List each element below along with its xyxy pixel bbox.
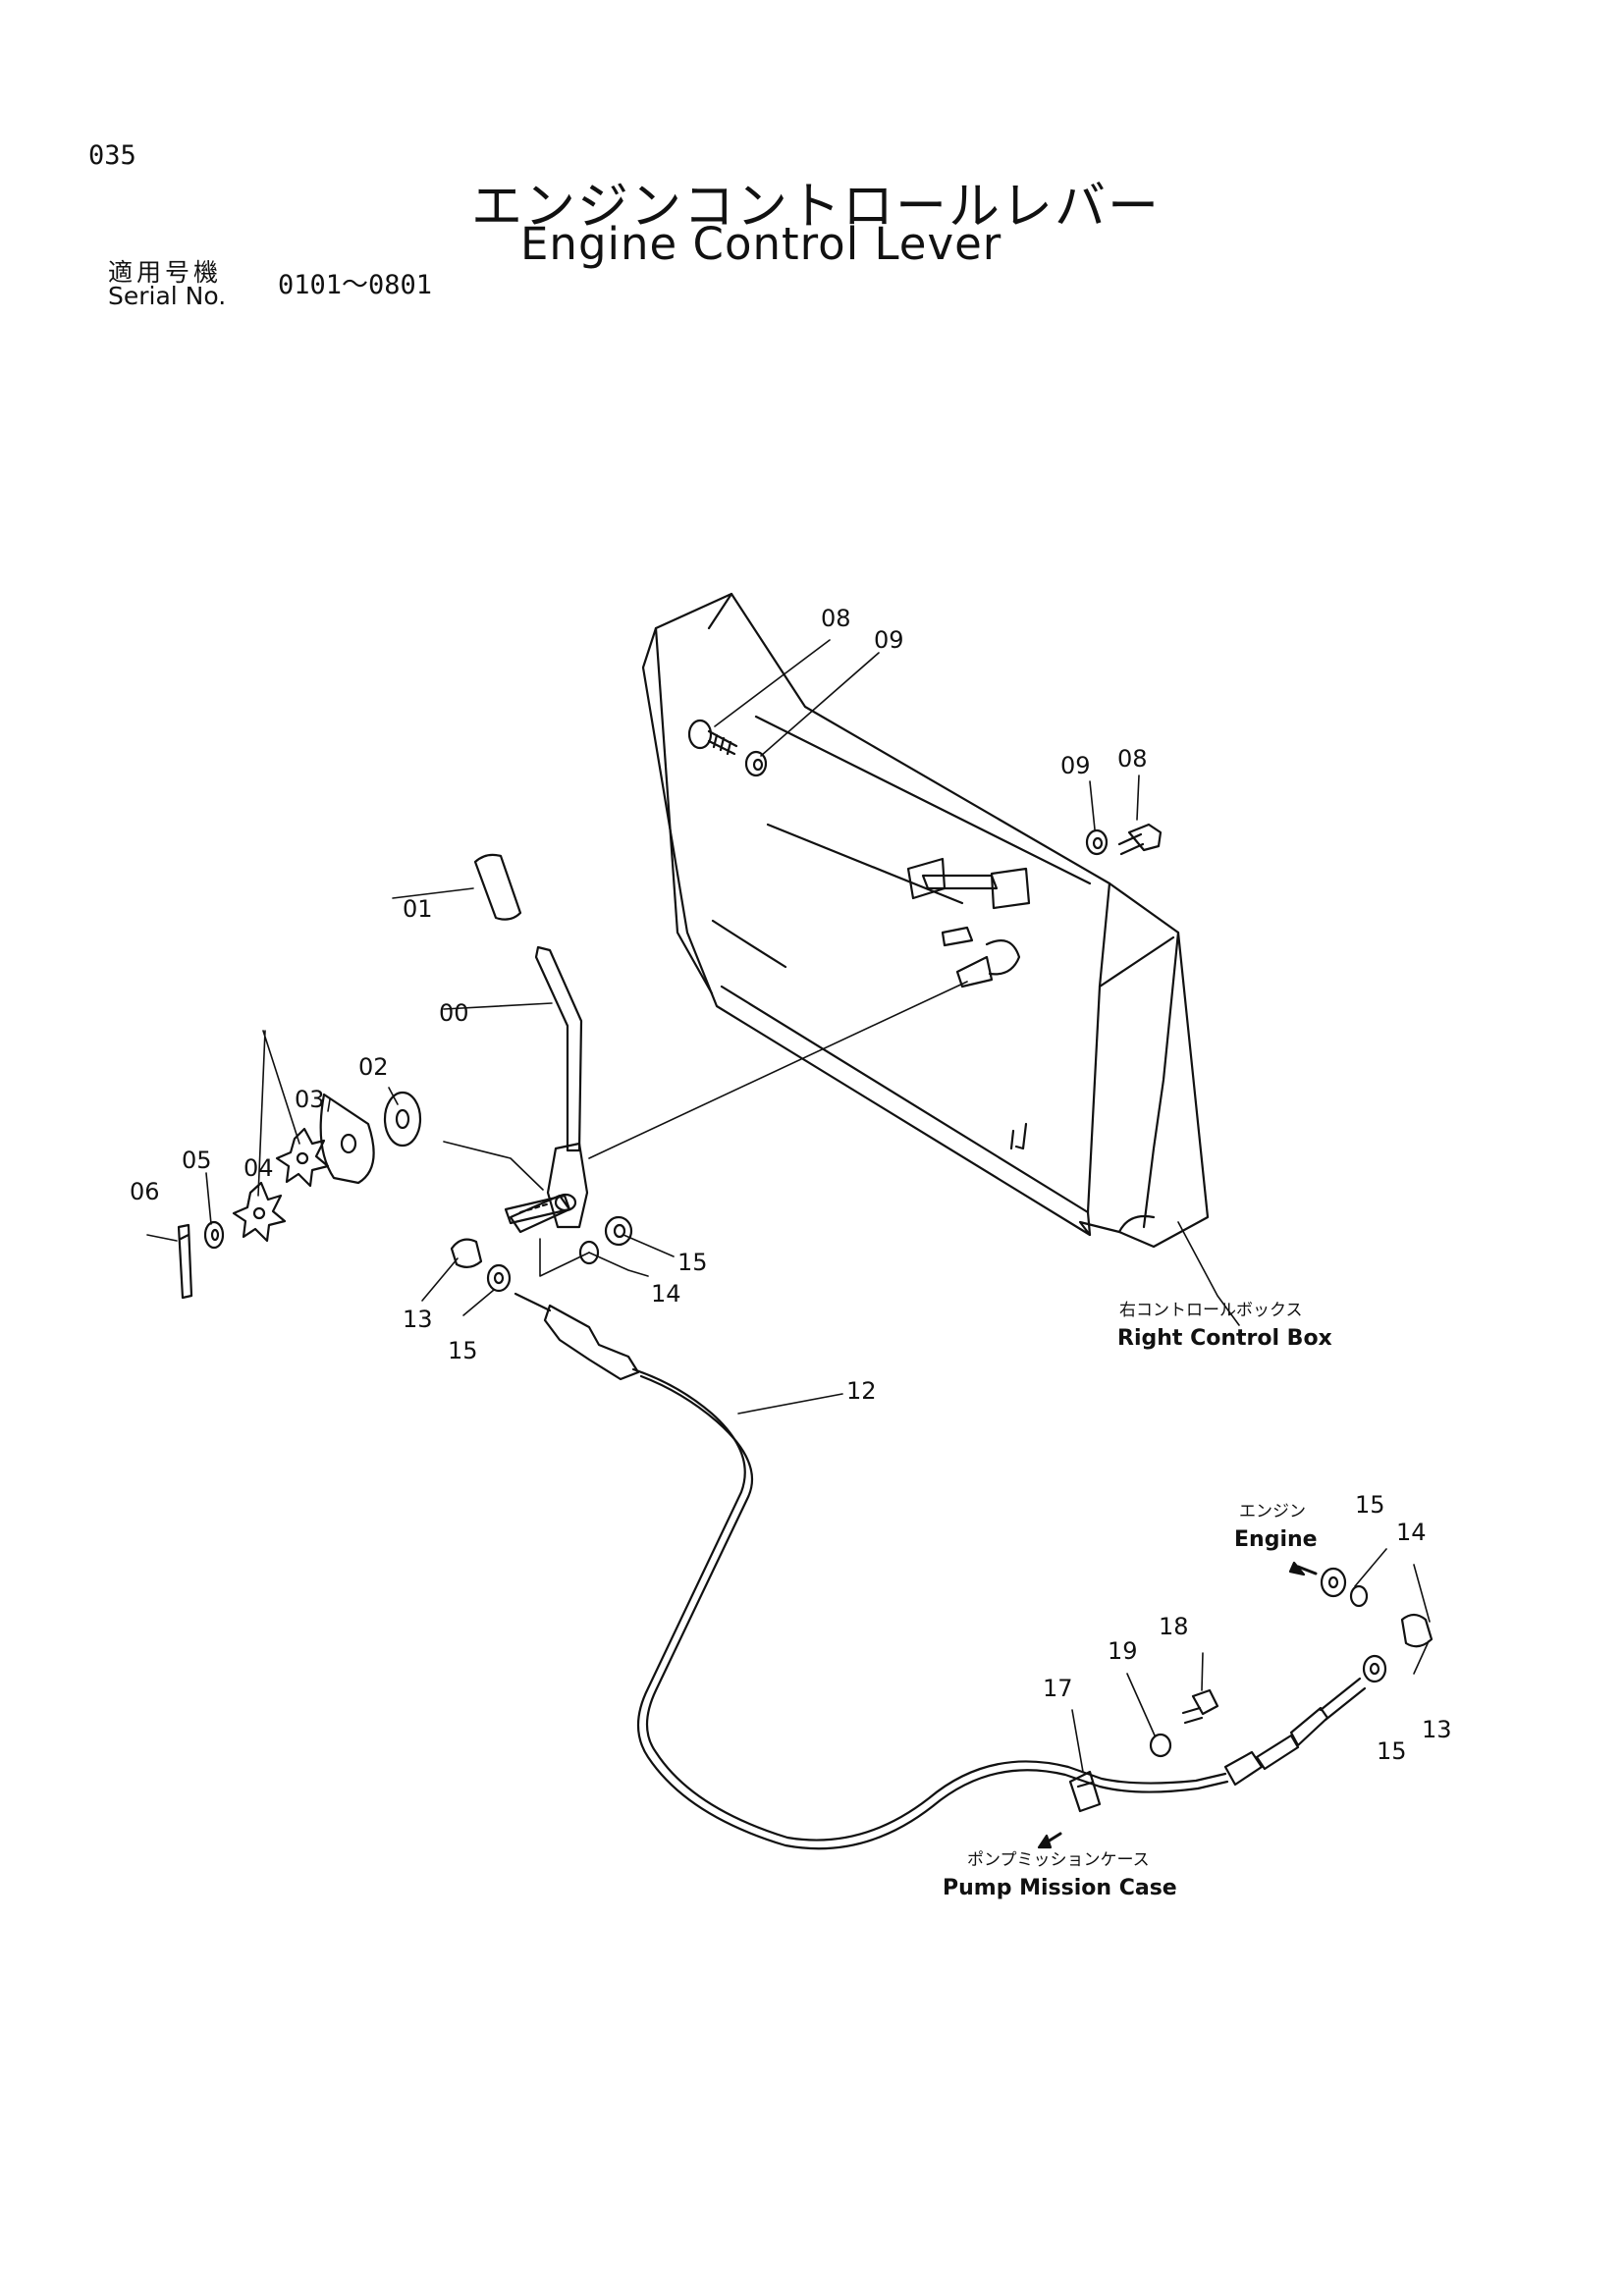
cotter-pin-06 bbox=[177, 1223, 193, 1300]
ball-joint-13-lever bbox=[450, 1238, 483, 1268]
callout-13-engine: 13 bbox=[1422, 1716, 1452, 1743]
right-control-box bbox=[641, 592, 1210, 1249]
callout-12: 12 bbox=[846, 1377, 877, 1405]
star-washer-04b bbox=[232, 1181, 287, 1243]
captions: 右コントロールボックス Right Control Box エンジン Engin… bbox=[943, 1301, 1332, 1900]
callout-08-upper: 08 bbox=[821, 605, 851, 632]
right-control-box-caption-jp: 右コントロールボックス bbox=[1119, 1301, 1303, 1320]
callout-06: 06 bbox=[130, 1178, 160, 1205]
page-title: Engine Control Lever bbox=[520, 218, 1002, 270]
nut-15-engine-lower bbox=[1362, 1654, 1387, 1683]
ball-joint-13-engine bbox=[1400, 1613, 1434, 1648]
callout-09-upper: 09 bbox=[874, 626, 904, 654]
lever-bracket bbox=[509, 1142, 589, 1234]
callout-09-right: 09 bbox=[1060, 752, 1091, 779]
right-control-box-caption: Right Control Box bbox=[1117, 1326, 1332, 1351]
engine-caption-jp: エンジン bbox=[1239, 1502, 1306, 1522]
engine-direction-arrow bbox=[1288, 1561, 1318, 1576]
control-lever-rod bbox=[534, 945, 583, 1152]
callout-19: 19 bbox=[1108, 1637, 1138, 1665]
serial-range: 0101～0801 bbox=[278, 270, 433, 300]
washer-05 bbox=[203, 1220, 225, 1250]
star-washer-04a bbox=[275, 1127, 330, 1188]
serial-label-japanese: 適用号機 bbox=[108, 258, 223, 287]
washer-09-upper bbox=[744, 750, 768, 777]
pump-mission-case-caption: Pump Mission Case bbox=[943, 1876, 1177, 1900]
clamp-17 bbox=[1068, 1770, 1102, 1813]
pump-mission-case-arrow bbox=[1037, 1832, 1062, 1849]
nut-15-lever bbox=[604, 1215, 633, 1247]
control-cable-12 bbox=[514, 1292, 1367, 1850]
callout-14-engine: 14 bbox=[1396, 1519, 1427, 1546]
callout-15-lever-lower: 15 bbox=[448, 1337, 478, 1364]
engine-caption: Engine bbox=[1234, 1527, 1318, 1552]
bolt-08-right bbox=[1117, 823, 1163, 856]
callout-13-lever: 13 bbox=[403, 1306, 433, 1333]
lever-shaft-pin bbox=[504, 1194, 571, 1225]
leader-lines bbox=[146, 639, 1431, 1773]
callout-02: 02 bbox=[358, 1053, 389, 1081]
nut-15-engine bbox=[1320, 1567, 1347, 1598]
pump-mission-case-caption-jp: ポンプミッションケース bbox=[967, 1850, 1150, 1870]
callout-05: 05 bbox=[182, 1147, 212, 1174]
washer-02 bbox=[383, 1091, 422, 1148]
lever-grip bbox=[473, 853, 522, 921]
washer-19 bbox=[1149, 1733, 1172, 1758]
friction-plate-03 bbox=[319, 1093, 375, 1185]
bolt-08-upper bbox=[687, 719, 738, 756]
callout-15-lever: 15 bbox=[677, 1249, 708, 1276]
callout-17: 17 bbox=[1043, 1675, 1073, 1702]
washer-14-engine bbox=[1349, 1584, 1369, 1608]
callout-03: 03 bbox=[295, 1086, 325, 1113]
callout-04: 04 bbox=[243, 1154, 274, 1182]
callout-labels: 08 09 09 08 01 00 02 03 04 05 06 13 15 1… bbox=[130, 605, 1452, 1765]
washer-14-lever bbox=[578, 1240, 600, 1265]
bolt-18 bbox=[1181, 1688, 1219, 1725]
page-title-japanese: エンジンコントロールレバー bbox=[471, 178, 1162, 237]
callout-14-lever: 14 bbox=[651, 1280, 681, 1308]
callout-15-engine-lower: 15 bbox=[1377, 1737, 1407, 1765]
serial-label: Serial No. bbox=[108, 282, 227, 310]
callout-00: 00 bbox=[439, 999, 469, 1027]
washer-09-right bbox=[1085, 828, 1109, 856]
callout-08-right: 08 bbox=[1117, 745, 1148, 773]
callout-01: 01 bbox=[403, 895, 433, 923]
page-number: 035 bbox=[88, 140, 136, 171]
nut-15-cable bbox=[486, 1263, 512, 1293]
callout-18: 18 bbox=[1159, 1613, 1189, 1640]
callout-15-engine: 15 bbox=[1355, 1491, 1385, 1519]
